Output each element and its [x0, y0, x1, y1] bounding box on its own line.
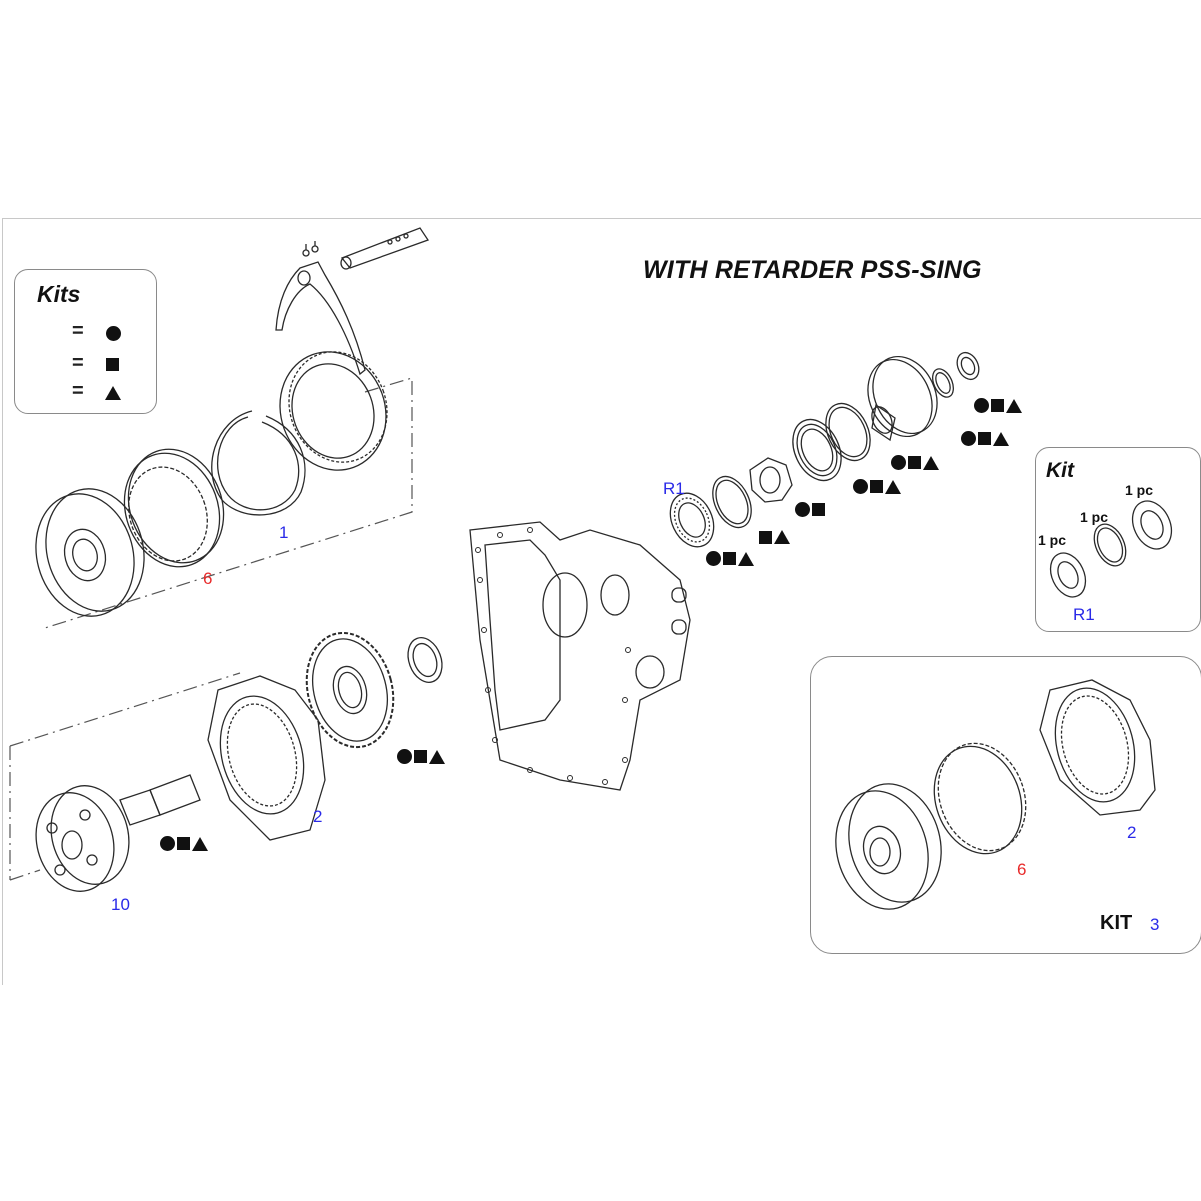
kit-symbols-gear [397, 749, 445, 764]
kit3-label: KIT [1100, 912, 1133, 934]
shim [825, 402, 871, 462]
kit-r1-qty-2: 1 pc [1080, 509, 1109, 525]
end-washer [956, 351, 980, 381]
triangle-icon [885, 479, 901, 494]
triangle-icon [993, 431, 1009, 446]
kit-symbols-shim [853, 479, 901, 494]
legend-eq-3: = [72, 380, 84, 402]
callout-1[interactable]: 1 [279, 523, 289, 542]
circle-icon [106, 326, 121, 341]
kit-symbols-nut [795, 502, 825, 517]
ring-gear [123, 448, 225, 568]
square-icon [106, 358, 119, 371]
square-icon [414, 750, 427, 763]
kit-r1-title: Kit [1046, 459, 1074, 482]
square-icon [908, 456, 921, 469]
shift-fork [275, 261, 366, 376]
triangle-icon [429, 749, 445, 764]
callout-r1[interactable]: R1 [663, 479, 685, 498]
sliding-sleeve [279, 351, 388, 471]
triangle-icon [192, 836, 208, 851]
square-icon [723, 552, 736, 565]
seal [792, 418, 842, 482]
triangle-icon [923, 455, 939, 470]
circle-icon [974, 398, 989, 413]
square-icon [870, 480, 883, 493]
snap-ring [211, 410, 306, 516]
kit-r1-qty-1: 1 pc [1038, 532, 1067, 548]
legend-eq-2: = [72, 352, 84, 374]
kit-r1-ref[interactable]: R1 [1073, 605, 1095, 624]
kit3-number[interactable]: 3 [1150, 915, 1160, 934]
kit3-callout-2[interactable]: 2 [1127, 823, 1137, 842]
circle-icon [706, 551, 721, 566]
transmission-housing [469, 521, 691, 791]
triangle-icon [105, 386, 121, 400]
callout-10[interactable]: 10 [111, 895, 130, 914]
legend-symbol-triangle [105, 386, 121, 400]
screws [302, 241, 319, 257]
kits-legend-title: Kits [37, 281, 81, 307]
drive-gear [305, 631, 395, 749]
legend-eq-1: = [72, 320, 84, 342]
kit3-parts [835, 679, 1156, 910]
circle-icon [397, 749, 412, 764]
dash-dot-boundary [9, 377, 413, 881]
retaining-washer [407, 637, 443, 683]
o-ring [932, 368, 954, 398]
diagram-title: WITH RETARDER PSS-SING [643, 256, 982, 284]
kit-symbols-o-ring [961, 431, 1009, 446]
output-flange [867, 355, 938, 442]
planet-carrier-shaft [35, 774, 201, 892]
triangle-icon [1006, 398, 1022, 413]
diagram-frame [2, 218, 1201, 985]
clutch-drum [35, 488, 145, 617]
triangle-icon [738, 551, 754, 566]
kits-legend [14, 269, 157, 414]
circle-icon [961, 431, 976, 446]
callout-6[interactable]: 6 [203, 569, 213, 588]
legend-symbol-circle [106, 326, 121, 341]
square-icon [991, 399, 1004, 412]
circle-icon [891, 455, 906, 470]
bearing-r1 [669, 492, 715, 548]
legend-symbol-square [106, 358, 119, 371]
square-icon [177, 837, 190, 850]
square-icon [978, 432, 991, 445]
kit-r1-parts [1049, 500, 1173, 598]
kit3-box [810, 656, 1201, 954]
triangle-icon [774, 530, 790, 544]
kit-symbols-bearing [706, 551, 754, 566]
kit-symbols-shaft [160, 836, 208, 851]
square-icon [759, 530, 772, 544]
kit3-callout-6[interactable]: 6 [1017, 860, 1027, 879]
kit-symbols-snap-ring [759, 530, 790, 544]
circle-icon [795, 502, 810, 517]
kit-r1-qty-3: 1 pc [1125, 482, 1154, 498]
snap-ring-2 [712, 475, 752, 529]
kit-symbols-flange [891, 455, 939, 470]
kit-symbols-end-washer [974, 398, 1022, 413]
ring-carrier [207, 675, 326, 841]
slotted-nut [749, 457, 793, 503]
circle-icon [853, 479, 868, 494]
square-icon [812, 503, 825, 516]
circle-icon [160, 836, 175, 851]
shift-rod [340, 227, 430, 270]
callout-2[interactable]: 2 [313, 807, 323, 826]
